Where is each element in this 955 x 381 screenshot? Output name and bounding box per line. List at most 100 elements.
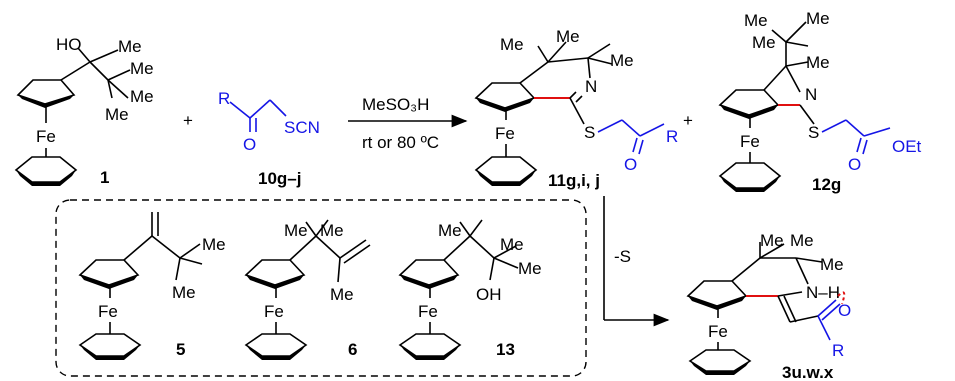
bond <box>107 79 113 99</box>
bond <box>597 119 623 133</box>
bond <box>783 295 797 323</box>
methyl-label: Me <box>172 283 196 302</box>
methyl-label: Me <box>438 221 462 240</box>
compound-label: 3u.w.x <box>782 363 834 381</box>
methyl-label: Me <box>130 87 154 106</box>
cyclopentadienyl-ring-top <box>686 280 748 310</box>
bond <box>77 47 91 63</box>
oxygen-label: O <box>243 135 256 154</box>
alkene-bond <box>343 244 371 264</box>
bond <box>569 97 585 125</box>
carbonyl-bond <box>638 139 644 155</box>
sulfur-label: S <box>584 123 595 142</box>
bond <box>123 235 153 261</box>
methyl-label: Me <box>105 105 129 124</box>
bond <box>621 119 641 137</box>
compound-13: Fe Me Me Me OH 13 <box>398 219 542 360</box>
iron-atom: Fe <box>495 124 515 143</box>
methyl-label: Me <box>330 285 354 304</box>
bond <box>821 119 847 133</box>
compound-label: 5 <box>176 340 185 359</box>
cyclopentadienyl-ring-bottom <box>78 333 142 360</box>
compound-label: 13 <box>496 340 515 359</box>
compound-label: 12g <box>812 175 841 194</box>
compound-11: Fe Me Me Me N S O R 11g,i, j <box>474 27 678 190</box>
compound-1: Fe HO Me Me Me Me 1 <box>14 35 154 187</box>
bond <box>789 315 819 323</box>
iron-atom: Fe <box>98 302 118 321</box>
bond <box>60 61 91 81</box>
bond <box>443 235 471 261</box>
bond <box>175 257 181 281</box>
methyl-label: Me <box>610 51 634 70</box>
bond <box>229 101 251 119</box>
compound-label: 11g,i, j <box>548 171 600 190</box>
reagent-label: MeSO₃H <box>362 95 429 114</box>
compound-label: 6 <box>348 340 357 359</box>
bond <box>269 99 287 117</box>
bond <box>587 57 591 79</box>
compound-label: 1 <box>100 168 109 187</box>
bond <box>537 45 549 63</box>
bond <box>89 49 119 63</box>
methyl-label: Me <box>284 221 308 240</box>
bond <box>289 235 317 261</box>
bond <box>179 243 201 259</box>
bond <box>89 61 109 81</box>
iron-atom: Fe <box>740 132 760 151</box>
methyl-label: Me <box>752 33 776 52</box>
ethoxy-label: OEt <box>892 137 922 156</box>
bond <box>795 257 809 285</box>
hydroxyl-label: HO <box>56 35 82 54</box>
cyclopentadienyl-ring-top <box>244 259 306 289</box>
bond <box>785 21 807 43</box>
compound-10: R O SCN 10g–j <box>218 89 320 188</box>
carbonyl-bond <box>632 137 638 153</box>
compound-6: Fe Me Me Me 6 <box>244 219 371 360</box>
cyclopentadienyl-ring-top <box>398 259 460 289</box>
bond <box>547 41 567 63</box>
nitrogen-label: N <box>585 77 597 96</box>
bond <box>107 69 131 81</box>
plus-sign: + <box>683 111 693 130</box>
elimination-arrow: -S <box>603 196 670 327</box>
alkene-bond <box>339 239 367 259</box>
bond <box>107 79 129 99</box>
bond <box>817 299 837 317</box>
bond <box>771 29 787 43</box>
methyl-label: Me <box>556 27 580 46</box>
cyclopentadienyl-ring-bottom <box>688 349 752 375</box>
r-group-label: R <box>832 341 844 360</box>
cyclopentadienyl-ring-bottom <box>14 156 78 186</box>
bond <box>315 235 341 259</box>
carbonyl-bond <box>862 139 868 155</box>
r-group-label: R <box>666 127 678 146</box>
reaction-arrow: MeSO₃H rt or 80 ºC <box>348 95 468 152</box>
r-group-label: R <box>218 89 230 108</box>
compound-12: Fe Me Me Me Me N S O OEt 12g <box>718 9 922 194</box>
sulfur-label: S <box>808 123 819 142</box>
bond <box>519 61 549 84</box>
bond <box>777 295 791 323</box>
methyl-label: Me <box>500 35 524 54</box>
bond <box>785 65 801 93</box>
bond <box>845 119 865 137</box>
cyclopentadienyl-ring-top <box>718 89 780 119</box>
hydrogen-bond <box>837 291 846 305</box>
cyclopentadienyl-ring-top <box>78 259 140 289</box>
bond <box>469 235 495 259</box>
cyclopentadienyl-ring-bottom <box>474 156 538 186</box>
bond <box>569 91 577 99</box>
bond <box>493 257 519 269</box>
methyl-label: Me <box>130 59 154 78</box>
bond <box>469 219 483 237</box>
cyclopentadienyl-ring-bottom <box>398 333 462 360</box>
oxygen-label: O <box>848 155 861 174</box>
bond <box>489 257 495 281</box>
methyl-label: Me <box>320 221 344 240</box>
bond <box>817 315 831 341</box>
compound-3: Fe Me Me Me N–H O R 3u.w.x <box>686 231 851 381</box>
hydroxyl-label: OH <box>476 285 502 304</box>
cyclopentadienyl-ring-bottom <box>244 333 308 360</box>
methyl-label: Me <box>744 11 768 30</box>
